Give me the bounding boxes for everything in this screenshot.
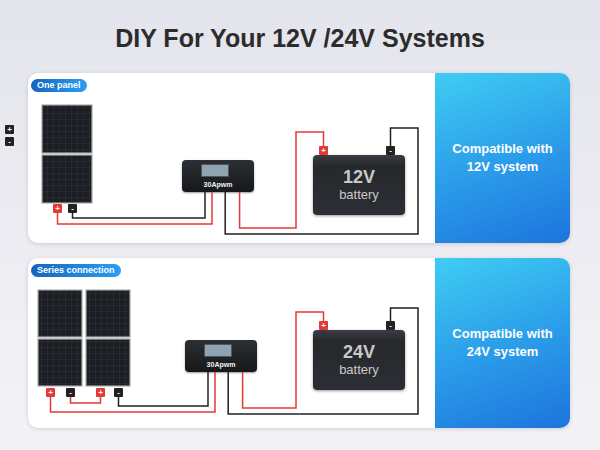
info-box: Compatible with 24V system [435, 258, 570, 428]
voltage-label: 24V [343, 343, 375, 362]
controller-screen [204, 344, 232, 357]
section-tag: Series connection [31, 264, 121, 277]
model-label: 30Apwm [185, 361, 257, 369]
charge-controller: 30Apwm [182, 160, 254, 192]
info-box: Compatible with 12V system [435, 73, 570, 243]
terminal-mark: + [96, 388, 105, 397]
terminal-mark: + [319, 321, 328, 330]
panel-card: One panel 30Apwm 12Vbattery Compatible with… [28, 73, 570, 243]
terminal-mark: - [386, 321, 395, 330]
panel-card: Series connection 30Apwm 24Vbattery Compati… [28, 258, 570, 428]
terminal-mark: - [5, 137, 14, 146]
model-label: 30Apwm [182, 181, 254, 189]
voltage-label: 12V [343, 168, 375, 187]
terminal-mark: + [46, 388, 55, 397]
info-text: Compatible with 24V system [447, 325, 559, 361]
section-tag: One panel [31, 79, 87, 92]
terminal-mark: + [53, 204, 62, 213]
terminal-mark: - [68, 204, 77, 213]
terminal-mark: - [386, 146, 395, 155]
battery-label: battery [339, 187, 379, 202]
terminal-mark: - [114, 388, 123, 397]
terminal-mark: + [5, 125, 14, 134]
battery-box: 24Vbattery [313, 330, 405, 390]
battery-label: battery [339, 362, 379, 377]
diagram-title: DIY For Your 12V /24V Systems [0, 24, 600, 53]
terminal-mark: + [319, 146, 328, 155]
battery-box: 12Vbattery [313, 155, 405, 215]
info-text: Compatible with 12V system [447, 140, 559, 176]
controller-screen [201, 164, 229, 177]
terminal-mark: - [66, 388, 75, 397]
charge-controller: 30Apwm [185, 340, 257, 372]
